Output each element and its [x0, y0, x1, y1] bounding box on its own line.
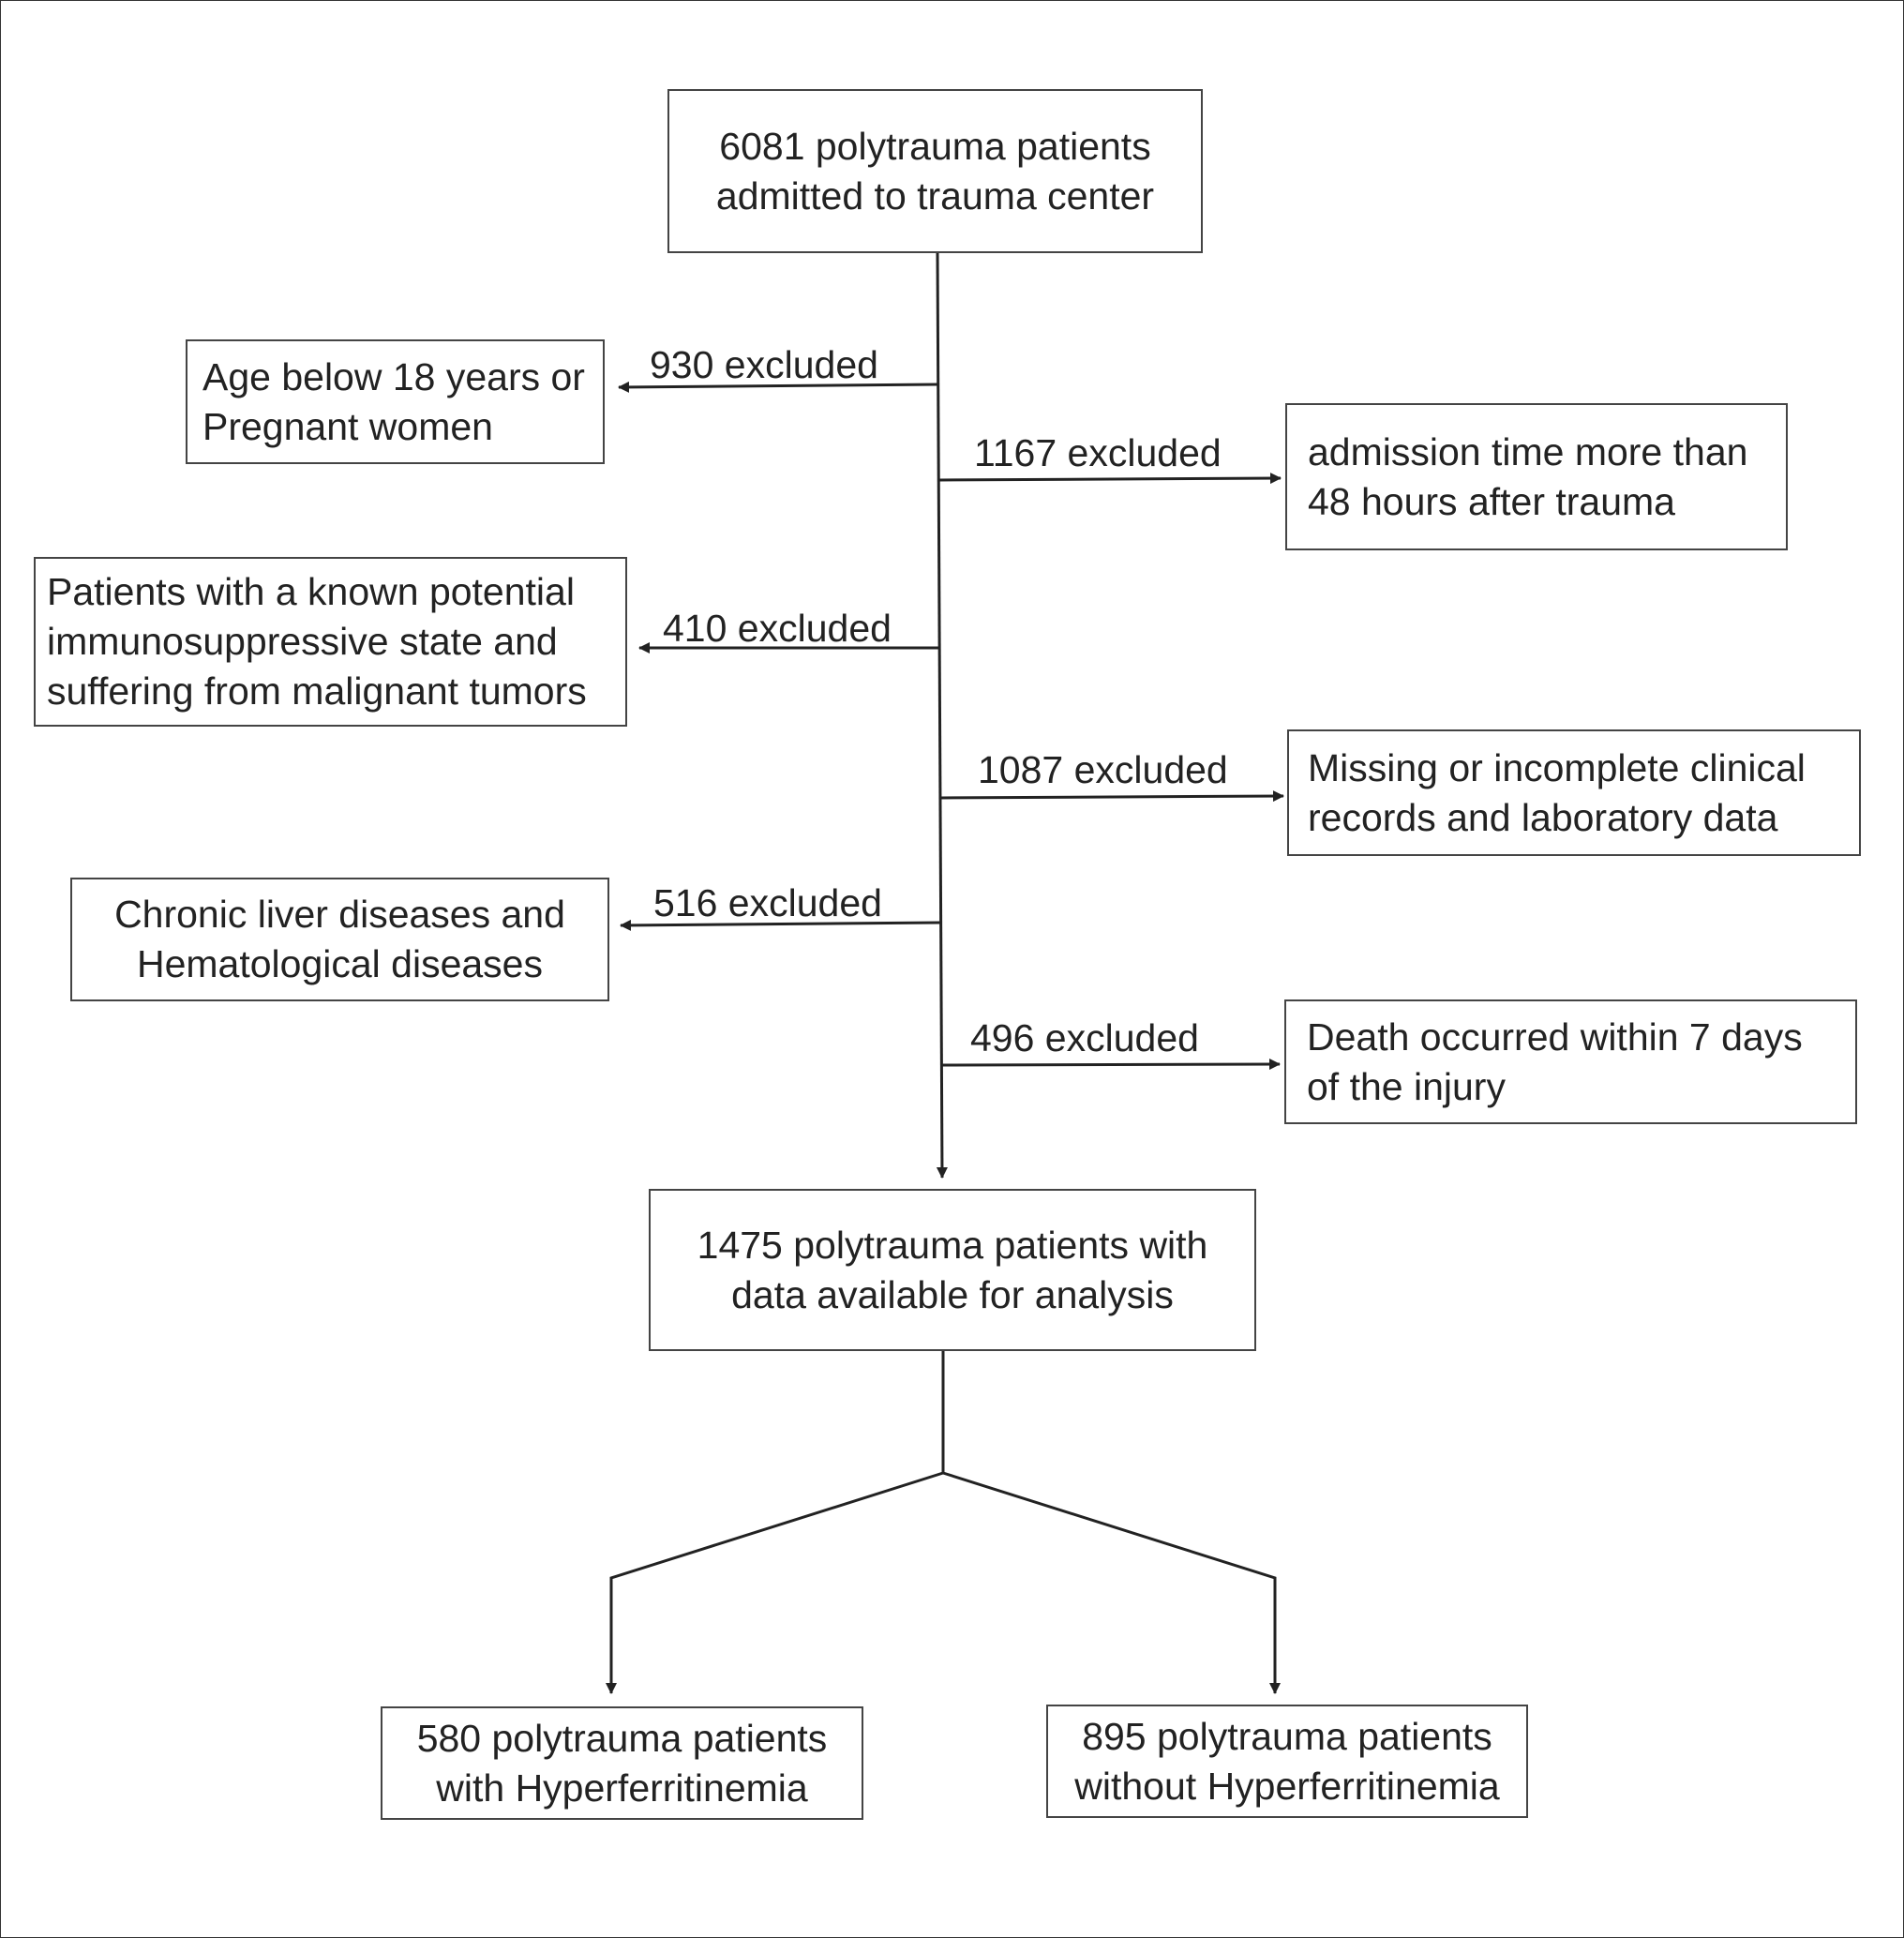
hyperferritinemia-box-text: 580 polytrauma patients with Hyperferrit…: [416, 1716, 828, 1810]
age-exclusion-text: Age below 18 years or Pregnant women: [202, 354, 585, 448]
main-trunk-line: [936, 252, 948, 1179]
split-right-line: [942, 1471, 1281, 1694]
missing-records-exclusion-box: Missing or incomplete clinical records a…: [1287, 729, 1861, 856]
label-1167-excluded: 1167 excluded: [974, 431, 1222, 474]
arrow-516-excluded: [620, 919, 942, 931]
available-box: 1475 polytrauma patients with data avail…: [649, 1189, 1256, 1351]
label-410-excluded: 410 excluded: [663, 607, 892, 650]
split-left-line: [606, 1471, 944, 1694]
arrow-1167-excluded: [938, 473, 1282, 485]
arrow-496-excluded: [940, 1059, 1281, 1071]
death-exclusion-text: Death occurred within 7 days of the inju…: [1307, 1014, 1803, 1108]
death-exclusion-box: Death occurred within 7 days of the inju…: [1284, 999, 1857, 1124]
label-496-excluded: 496 excluded: [970, 1016, 1199, 1059]
arrow-1087-excluded: [939, 790, 1284, 803]
missing-records-exclusion-text: Missing or incomplete clinical records a…: [1308, 745, 1806, 839]
label-516-excluded: 516 excluded: [653, 881, 882, 924]
label-1087-excluded: 1087 excluded: [978, 748, 1228, 791]
arrow-930-excluded: [618, 381, 939, 393]
age-exclusion-box: Age below 18 years or Pregnant women: [186, 339, 605, 464]
hyperferritinemia-box: 580 polytrauma patients with Hyperferrit…: [381, 1706, 863, 1820]
no-hyperferritinemia-box: 895 polytrauma patients without Hyperfer…: [1046, 1705, 1528, 1818]
no-hyperferritinemia-box-text: 895 polytrauma patients without Hyperfer…: [1074, 1714, 1500, 1808]
label-930-excluded: 930 excluded: [650, 343, 878, 386]
available-box-text: 1475 polytrauma patients with data avail…: [697, 1223, 1208, 1316]
immunosuppressive-exclusion-box: Patients with a known potential immunosu…: [34, 557, 627, 727]
admission-exclusion-text: admission time more than 48 hours after …: [1308, 429, 1748, 523]
start-box-text: 6081 polytrauma patients admitted to tra…: [715, 124, 1155, 218]
immunosuppressive-exclusion-text: Patients with a known potential immunosu…: [47, 570, 587, 713]
start-box: 6081 polytrauma patients admitted to tra…: [667, 89, 1203, 253]
liver-exclusion-box: Chronic liver diseases and Hematological…: [70, 878, 609, 1001]
liver-exclusion-text: Chronic liver diseases and Hematological…: [114, 893, 565, 985]
admission-exclusion-box: admission time more than 48 hours after …: [1285, 403, 1788, 550]
